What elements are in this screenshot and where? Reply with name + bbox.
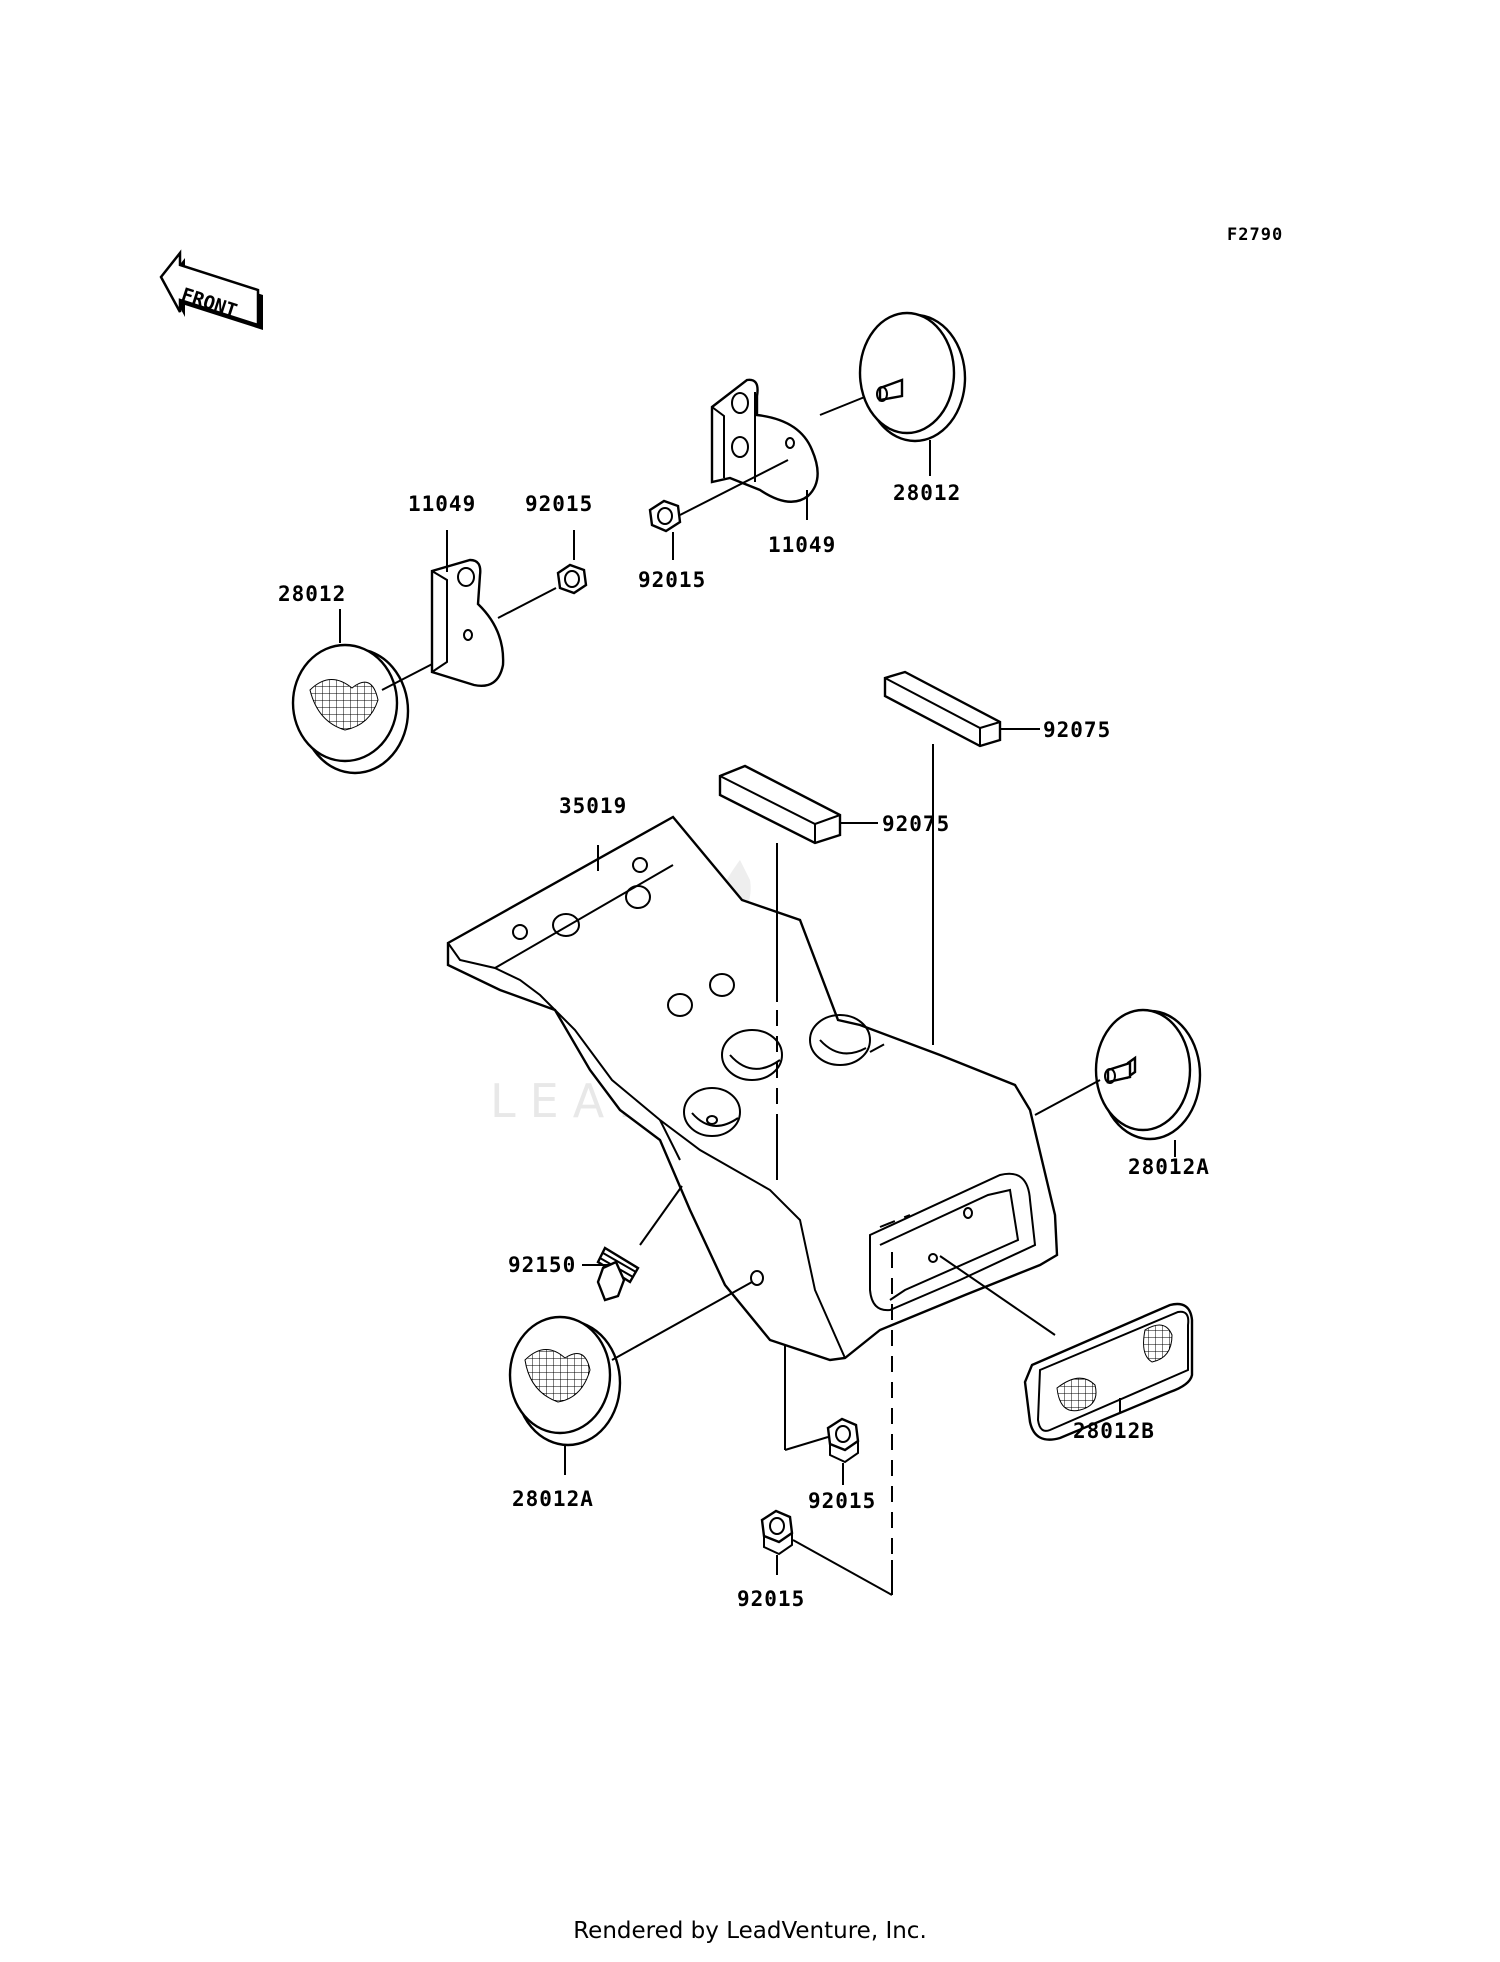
reflector-rear <box>1023 1302 1194 1441</box>
bolt <box>596 1246 640 1302</box>
pad-upper <box>883 670 1002 748</box>
front-arrow-icon: FRONT <box>159 249 263 330</box>
callout-reflector-right: 28012 <box>893 481 961 505</box>
callout-bracket-right: 11049 <box>768 533 836 557</box>
figure-code: F2790 <box>1227 225 1283 245</box>
callout-pad-lower: 92075 <box>882 812 950 836</box>
callout-nut-bottom-left: 92015 <box>737 1587 805 1611</box>
reflector-side-left <box>508 1315 622 1447</box>
footer-credit: Rendered by LeadVenture, Inc. <box>573 1918 927 1944</box>
callout-pad-upper: 92075 <box>1043 718 1111 742</box>
callout-bracket-left: 11049 <box>408 492 476 516</box>
callout-reflector-side-right: 28012A <box>1128 1155 1210 1179</box>
nut-right <box>648 499 682 533</box>
callout-nut-right: 92015 <box>638 568 706 592</box>
rear-fender <box>446 815 1059 1362</box>
reflector-side-right <box>1094 1008 1202 1141</box>
callout-reflector-side-left: 28012A <box>512 1487 594 1511</box>
bracket-left <box>430 558 505 687</box>
nut-bottom-right <box>826 1417 860 1464</box>
nut-left <box>556 563 588 595</box>
callout-nut-bottom-right: 92015 <box>808 1489 876 1513</box>
reflector-right <box>858 311 967 443</box>
nut-bottom-left <box>760 1509 794 1556</box>
callout-reflector-left: 28012 <box>278 582 346 606</box>
callout-fender: 35019 <box>559 794 627 818</box>
callout-bolt: 92150 <box>508 1253 576 1277</box>
callout-reflector-rear: 28012B <box>1073 1419 1155 1443</box>
reflector-left <box>291 643 410 775</box>
callout-nut-left: 92015 <box>525 492 593 516</box>
bracket-right <box>710 378 819 503</box>
pad-lower <box>718 764 842 845</box>
